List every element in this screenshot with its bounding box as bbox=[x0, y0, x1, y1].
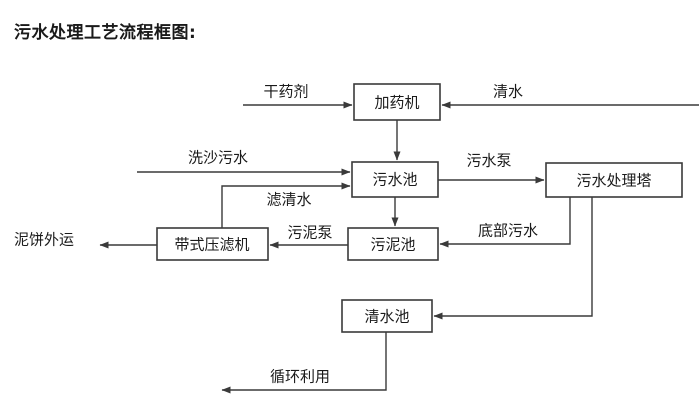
node-label-wastewater-pool: 污水池 bbox=[372, 171, 417, 189]
node-sludge-pool[interactable]: 污泥池 bbox=[347, 227, 439, 261]
node-label-dosing-machine: 加药机 bbox=[374, 94, 419, 112]
node-wastewater-pool[interactable]: 污水池 bbox=[351, 161, 439, 198]
edge-label-clean-water-in: 清水 bbox=[493, 83, 523, 101]
edge-label-mud-cake-out: 泥饼外运 bbox=[14, 231, 74, 249]
node-label-sludge-pool: 污泥池 bbox=[370, 236, 415, 254]
edge-label-wastewater-pump: 污水泵 bbox=[466, 152, 511, 170]
node-label-clean-water-pool: 清水池 bbox=[364, 308, 409, 326]
node-belt-filter-press[interactable]: 带式压滤机 bbox=[156, 227, 269, 261]
edge-label-sand-wash-water: 洗沙污水 bbox=[188, 149, 248, 167]
edge-label-recycle-reuse: 循环利用 bbox=[270, 368, 330, 386]
edge-tower-to-clean-water-pool bbox=[433, 197, 593, 320]
edge-label-sludge-pump: 污泥泵 bbox=[287, 224, 332, 242]
edge-filtered-water-to-wastewater-pool bbox=[221, 182, 351, 228]
node-treatment-tower[interactable]: 污水处理塔 bbox=[545, 162, 683, 198]
node-label-treatment-tower: 污水处理塔 bbox=[576, 172, 651, 190]
node-label-belt-filter-press: 带式压滤机 bbox=[174, 236, 249, 254]
node-dosing-machine[interactable]: 加药机 bbox=[353, 83, 441, 121]
edge-clean-water-pool-to-recycle bbox=[221, 332, 387, 394]
edge-tower-to-sludge-pool bbox=[439, 197, 571, 248]
page-title: 污水处理工艺流程框图: bbox=[14, 23, 197, 43]
edge-label-dry-chemical: 干药剂 bbox=[263, 83, 308, 101]
edge-label-filtered-water: 滤清水 bbox=[266, 191, 311, 209]
node-clean-water-pool[interactable]: 清水池 bbox=[341, 299, 433, 333]
edge-label-bottom-wastewater: 底部污水 bbox=[478, 222, 538, 240]
